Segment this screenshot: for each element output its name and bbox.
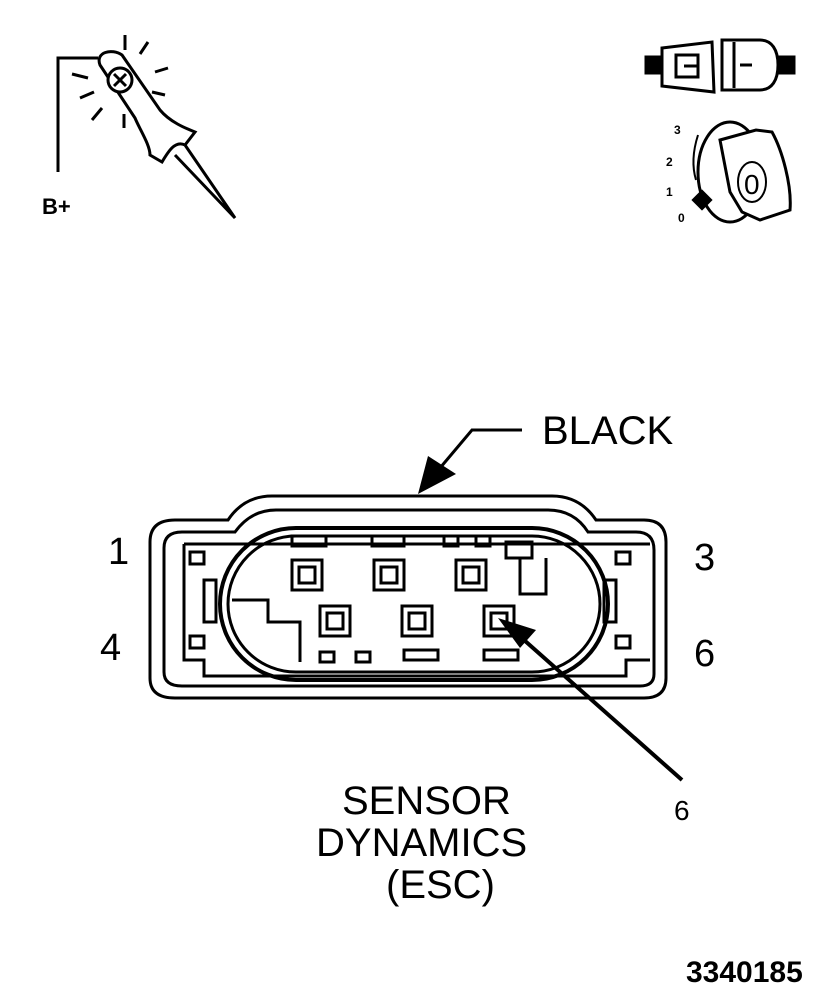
ignition-position-0: 0: [678, 211, 685, 225]
ignition-position-3: 3: [674, 123, 681, 137]
test-probe-icon: [56, 35, 237, 220]
pin-label-4: 4: [100, 627, 121, 669]
ignition-position-2: 2: [666, 155, 673, 169]
pin-label-3: 3: [694, 537, 715, 579]
connector-latch-tabs: [290, 534, 520, 664]
connector-cavities: [290, 558, 516, 638]
cavity-pin-2: [372, 558, 406, 592]
ignition-key-label: 0: [744, 169, 760, 200]
color-callout-leader: [418, 428, 522, 494]
figure-id: 3340185: [686, 956, 803, 989]
pin-callout-arrow: [498, 618, 684, 782]
pin-label-6: 6: [694, 633, 715, 675]
pin-label-1: 1: [108, 531, 129, 573]
disconnect-connector-icon: [644, 38, 796, 94]
cavity-pin-1: [290, 558, 324, 592]
connector-body: [148, 494, 668, 700]
ignition-position-1: 1: [666, 185, 673, 199]
component-name-line-1: SENSOR: [342, 779, 511, 823]
component-name-line-2: DYNAMICS: [316, 821, 527, 865]
probe-label: B+: [42, 194, 71, 219]
ignition-key-icon: [691, 120, 792, 224]
connector-color-label: BLACK: [542, 409, 673, 453]
component-name-line-3: (ESC): [386, 863, 495, 907]
connector-keying: [232, 540, 548, 662]
cavity-pin-5: [400, 604, 434, 638]
pin-callout-label: 6: [674, 795, 690, 826]
cavity-pin-3: [454, 558, 488, 592]
cavity-pin-4: [318, 604, 352, 638]
